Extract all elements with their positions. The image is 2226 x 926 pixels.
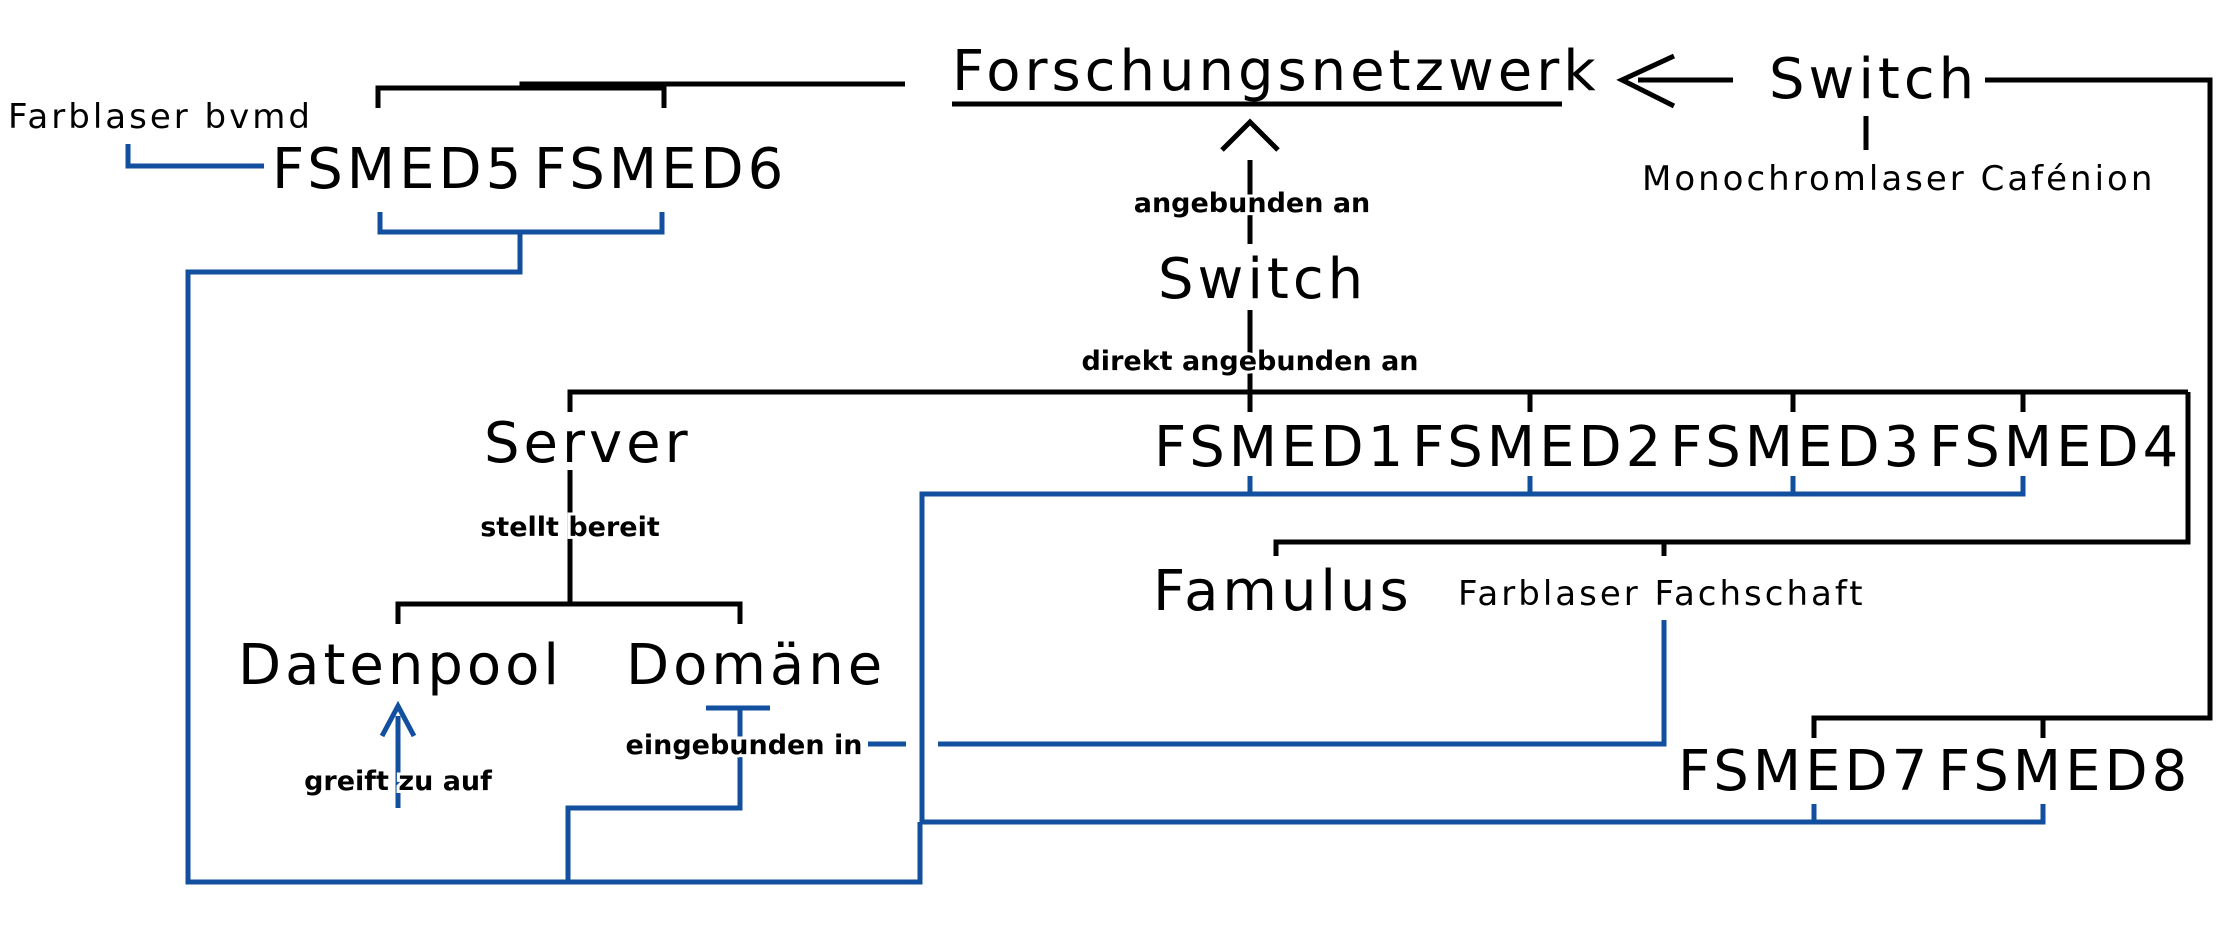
- line-switch-top-to-right-bus: [1811, 77, 2213, 738]
- node-switch-top: Switch: [1769, 47, 1978, 112]
- hierarchy-lines: [375, 53, 2213, 738]
- edge-label-angebunden-an: angebunden an: [1134, 188, 1371, 219]
- node-fsmed1: FSMED1: [1154, 415, 1407, 480]
- domaene-tee: [706, 705, 770, 722]
- node-switch-mid: Switch: [1158, 247, 1367, 312]
- edge-label-stellt-bereit: stellt bereit: [480, 512, 660, 543]
- arrowhead-up-to-forschungsnetzwerk: [1220, 118, 1280, 152]
- bus-direkt-angebunden: [567, 389, 2040, 412]
- line-fsmed56-to-forschungsnetzwerk: [375, 81, 905, 108]
- node-fsmed3: FSMED3: [1670, 415, 1923, 480]
- node-fsmed5: FSMED5: [272, 137, 525, 202]
- edge-labels: angebunden an direkt angebunden an stell…: [301, 185, 1421, 800]
- line-right-bus-to-famulus: [1273, 392, 2191, 556]
- arrowhead-to-datenpool: [379, 700, 417, 738]
- line-famulus-row-to-domaene: [868, 620, 1667, 747]
- node-domaene: Domäne: [626, 633, 886, 698]
- node-monochromlaser: Monochromlaser Cafénion: [1642, 159, 2155, 199]
- node-farblaser-fachschaft: Farblaser Fachschaft: [1458, 574, 1866, 614]
- node-fsmed8: FSMED8: [1938, 739, 2191, 804]
- node-fsmed2: FSMED2: [1412, 415, 1665, 480]
- node-labels: Forschungsnetzwerk Switch Monochromlaser…: [8, 39, 2191, 804]
- bracket-fsmed1-4-bottom: [919, 476, 2026, 822]
- bracket-fsmed56-bottom: [185, 212, 923, 885]
- edge-label-greift-zu-auf: greift zu auf: [304, 766, 492, 797]
- node-server: Server: [484, 411, 692, 476]
- arrowhead-to-forschungsnetzwerk: [1616, 53, 1676, 109]
- access-lines: [125, 144, 2046, 885]
- node-fsmed7: FSMED7: [1678, 739, 1931, 804]
- node-farblaser-bvmd: Farblaser bvmd: [8, 97, 313, 137]
- node-fsmed6: FSMED6: [534, 137, 787, 202]
- line-to-fsmed78: [922, 804, 2046, 825]
- node-datenpool: Datenpool: [238, 633, 563, 698]
- node-famulus: Famulus: [1153, 559, 1413, 624]
- line-server-group-access: [395, 710, 743, 882]
- node-forschungsnetzwerk: Forschungsnetzwerk: [952, 39, 1600, 104]
- bracket-datenpool-domaene: [395, 601, 743, 624]
- edge-label-eingebunden-in: eingebunden in: [626, 730, 863, 761]
- line-farblaser-bvmd-to-fsmed5: [125, 144, 264, 169]
- node-fsmed4: FSMED4: [1929, 415, 2182, 480]
- edge-label-direkt-angebunden-an: direkt angebunden an: [1081, 346, 1418, 377]
